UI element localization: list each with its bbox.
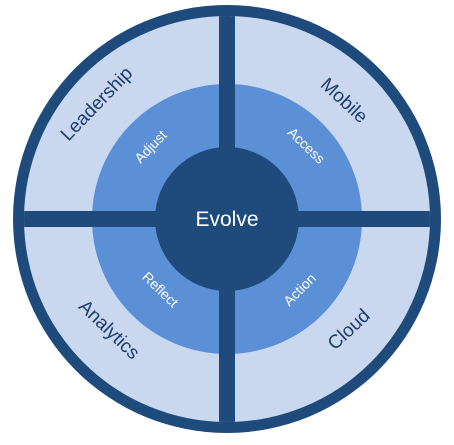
- center-circle: [155, 147, 299, 291]
- center-label: Evolve: [195, 208, 258, 231]
